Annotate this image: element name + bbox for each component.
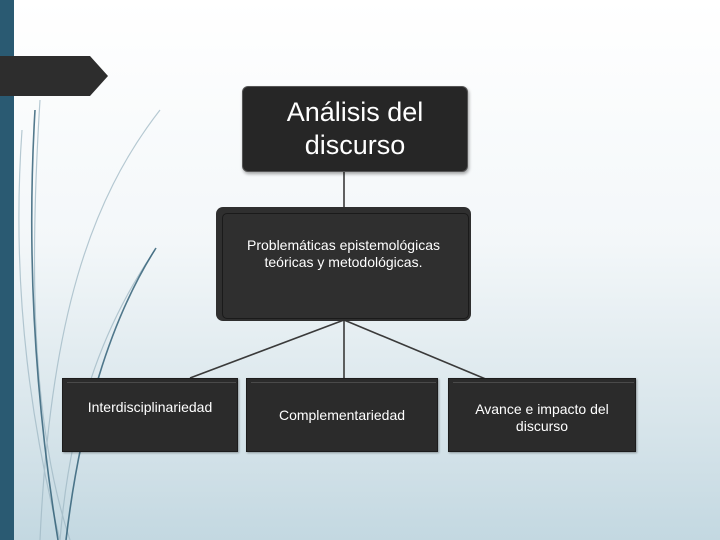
- leaf-node-label: Complementariedad: [279, 407, 405, 424]
- leaf-node-complementariedad: Complementariedad: [246, 378, 438, 452]
- connector-middle-leaf-3: [344, 320, 488, 380]
- leaf-node-interdisciplinariedad: Interdisciplinariedad: [62, 378, 238, 452]
- connector-middle-leaf-1: [190, 320, 344, 378]
- root-node: Análisis del discurso: [242, 86, 468, 172]
- middle-node: Problemáticas epistemológicas teóricas y…: [216, 207, 471, 321]
- root-node-label: Análisis del discurso: [287, 96, 424, 162]
- leaf-node-label: Avance e impacto del discurso: [475, 401, 609, 435]
- leaf-node-avance-impacto: Avance e impacto del discurso: [448, 378, 636, 452]
- middle-node-label: Problemáticas epistemológicas teóricas y…: [247, 237, 440, 271]
- leaf-node-label: Interdisciplinariedad: [88, 399, 213, 416]
